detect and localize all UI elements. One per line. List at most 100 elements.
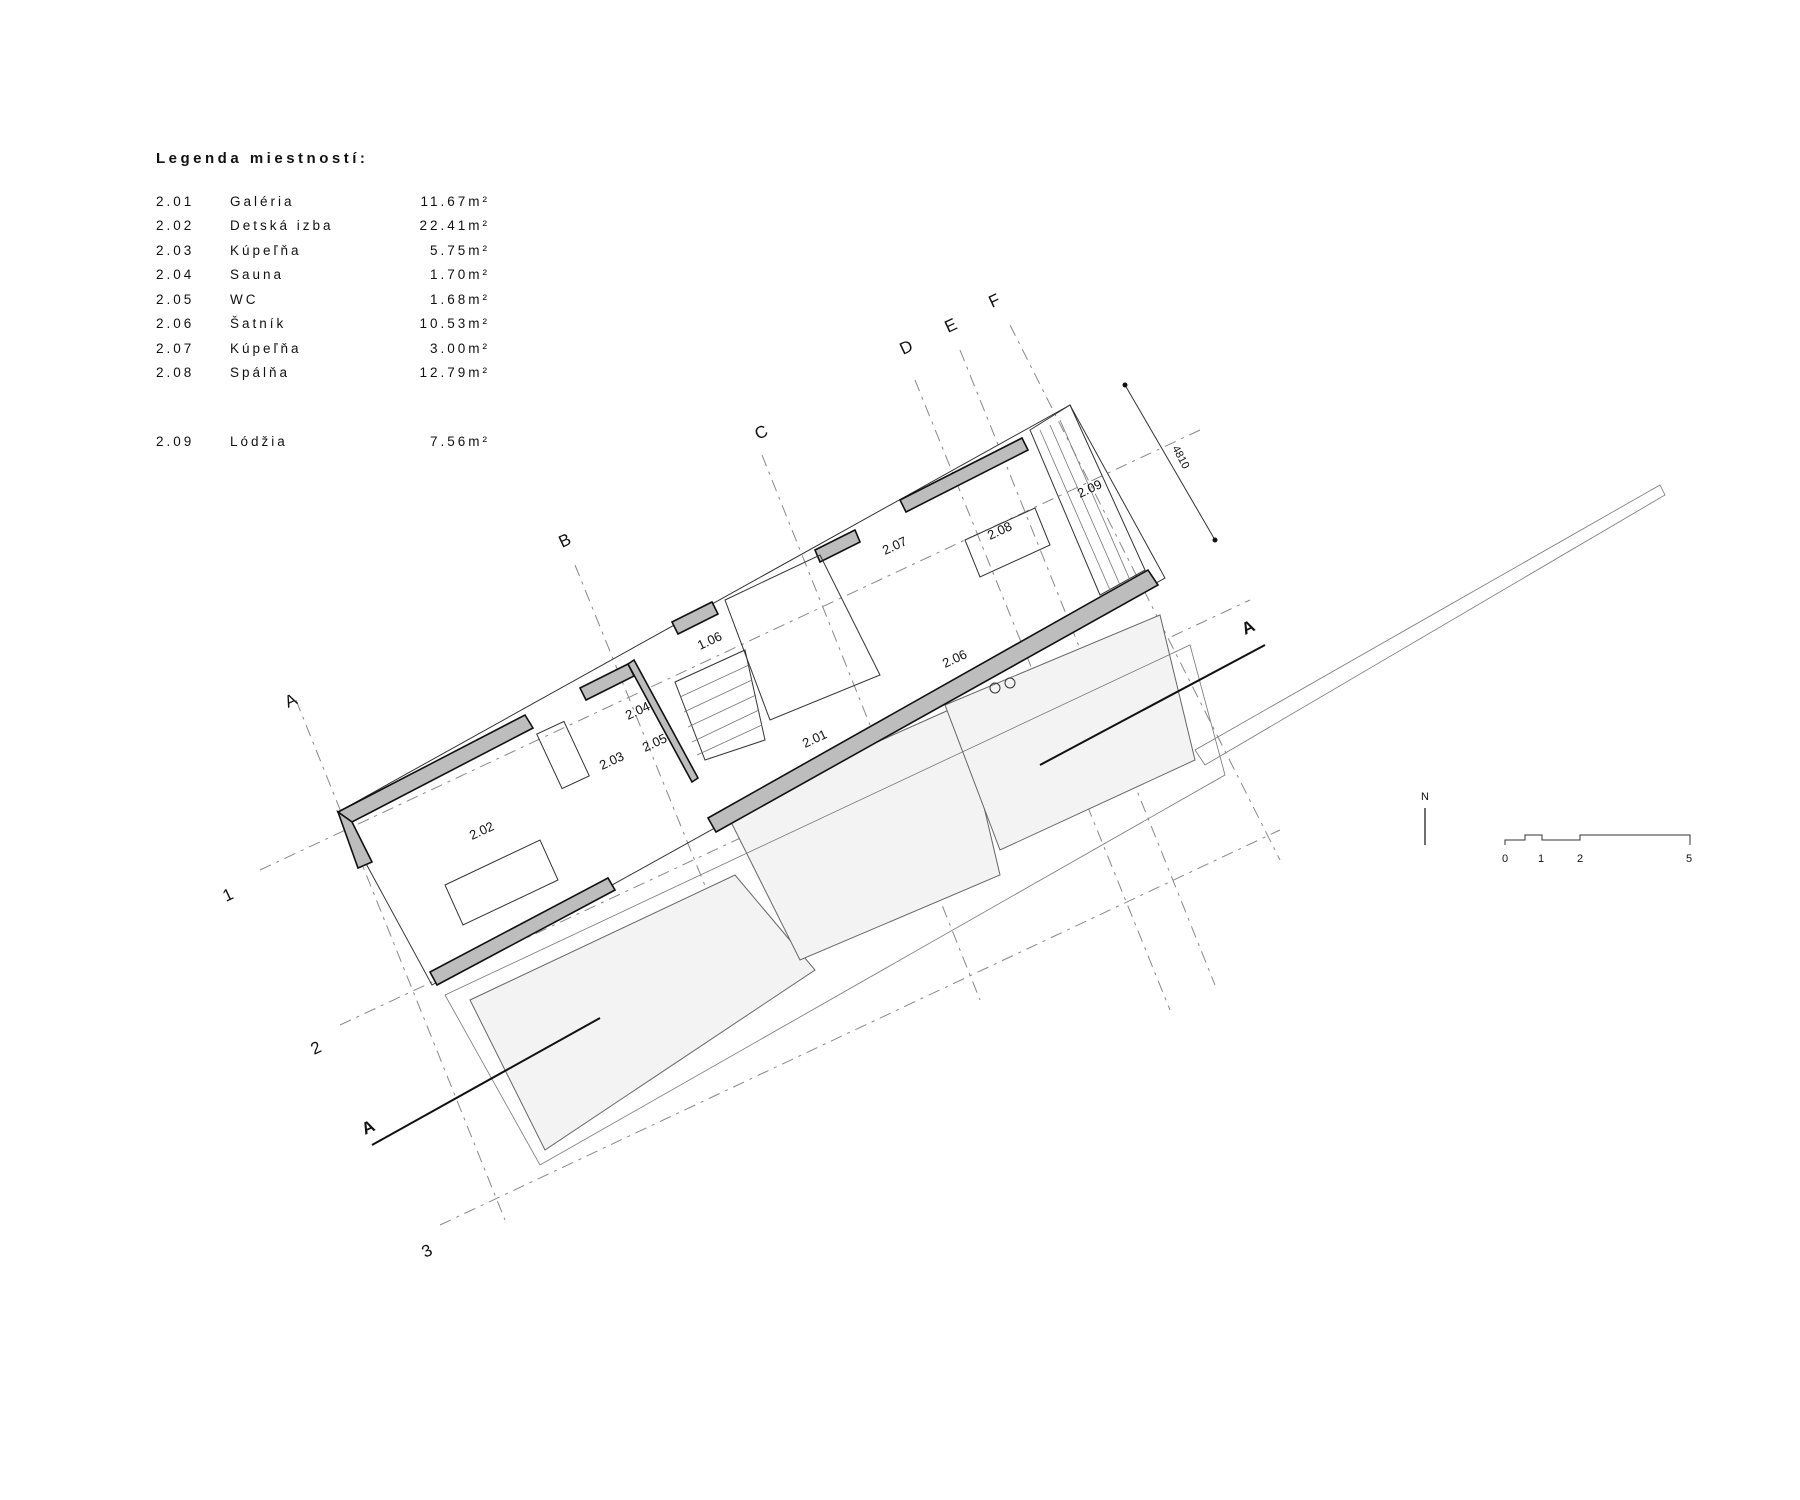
legend-room-name: Lódžia: [230, 433, 288, 449]
legend-room-number: 2.02: [156, 218, 195, 234]
legend-room-name: Spálňa: [230, 365, 291, 381]
legend-room-name: Sauna: [230, 267, 285, 283]
legend-room-number: 2.01: [156, 193, 195, 209]
room-label-2-01: 2.01: [800, 726, 829, 750]
room-legend: Legenda miestností: 2.01 Galéria 11.67m²…: [156, 150, 516, 454]
legend-title: Legenda miestností:: [156, 150, 369, 167]
bed-child-room: [444, 839, 559, 926]
wall-south-west: [428, 876, 617, 987]
stair-tread: [687, 694, 757, 728]
north-arrow: N: [1421, 791, 1429, 845]
legend-row: 2.02 Detská izba 22.41m²: [156, 214, 516, 239]
scale-label-2: 2: [1577, 853, 1583, 865]
grid-line-3: [439, 829, 1281, 1226]
legend-room-number: 2.09: [156, 433, 195, 449]
section-label-left: A: [359, 1116, 378, 1138]
building-outline: [337, 404, 1166, 986]
legend-row: 2.04 Sauna 1.70m²: [156, 263, 516, 288]
grid-line-a: [295, 699, 506, 1221]
grid-line-1: [259, 429, 1201, 871]
scale-label-1: 1: [1538, 853, 1544, 865]
section-line-left: [371, 1017, 601, 1146]
loggia-deck: [1029, 404, 1146, 596]
legend-room-name: Galéria: [230, 193, 295, 209]
section-label-right: A: [1239, 616, 1258, 638]
grid-label-c: C: [752, 421, 771, 443]
terrace-south: [469, 874, 816, 1151]
hatch-line: [1049, 424, 1121, 586]
grid-line-b: [574, 564, 726, 936]
wall-partition-bath: [578, 662, 636, 702]
grid-label-e: E: [942, 315, 960, 337]
stove-icon: [989, 682, 1001, 694]
hatch-line: [1059, 419, 1131, 581]
legend-room-name: Kúpeľňa: [230, 340, 302, 356]
grid-label-1: 1: [220, 884, 237, 905]
grid-line-c: [761, 454, 981, 1001]
legend-room-area: 22.41m²: [419, 218, 490, 234]
scale-label-0: 0: [1502, 853, 1508, 865]
legend-room-area: 1.68m²: [429, 291, 490, 307]
room-label-2-07: 2.07: [880, 533, 909, 557]
stove-icon: [1004, 677, 1016, 689]
room-label-2-02: 2.02: [467, 818, 496, 842]
legend-room-number: 2.03: [156, 242, 195, 258]
room-label-2-06: 2.06: [940, 646, 969, 670]
terraces: [444, 484, 1666, 1166]
stair-outline: [674, 649, 766, 761]
legend-row: 2.08 Spálňa 12.79m²: [156, 361, 516, 386]
legend-room-number: 2.04: [156, 267, 195, 283]
legend-room-area: 12.79m²: [419, 365, 490, 381]
legend-room-area: 5.75m²: [429, 242, 490, 258]
legend-row: 2.03 Kúpeľňa 5.75m²: [156, 238, 516, 263]
legend-room-area: 1.70m²: [429, 267, 490, 283]
bed-bedroom: [964, 507, 1051, 578]
wall-north-east: [898, 436, 1030, 514]
room-label-2-09: 2.09: [1075, 476, 1104, 500]
stair-tread: [683, 679, 753, 713]
scale-bar: 0 1 2 5: [1502, 834, 1692, 865]
terrace-outline: [444, 644, 1226, 1166]
legend-room-name: Šatník: [230, 316, 287, 332]
stair-tread: [696, 724, 763, 756]
stair-tread: [679, 664, 750, 698]
room-label-1-06: 1.06: [695, 628, 724, 652]
legend-row: 2.09 Lódžia 7.56m²: [156, 429, 516, 454]
furniture: [444, 507, 1051, 926]
legend-room-number: 2.08: [156, 365, 195, 381]
legend-room-area: 3.00m²: [429, 340, 490, 356]
wall-partition-stair: [670, 600, 720, 636]
section-line-right: [1039, 644, 1266, 766]
legend-room-number: 2.07: [156, 340, 195, 356]
scale-label-5: 5: [1686, 853, 1692, 865]
stair-tread: [691, 709, 760, 743]
legend-room-name: Kúpeľňa: [230, 242, 302, 258]
grid-label-b: B: [556, 530, 574, 552]
bathtub: [536, 720, 590, 790]
wall-north-west: [336, 713, 535, 823]
loggia-hatching: [1039, 419, 1131, 591]
legend-row: 2.01 Galéria 11.67m²: [156, 189, 516, 214]
scale-bar-line: [1504, 834, 1691, 845]
building-envelope: [337, 404, 1166, 986]
wall-south-main: [706, 568, 1160, 834]
wall-partition-vertical: [626, 658, 700, 784]
dimension-line: [1124, 384, 1216, 541]
grid-label-f: F: [986, 290, 1003, 312]
grid-label-2: 2: [308, 1037, 325, 1058]
dimension: 4810: [1122, 382, 1218, 543]
section-marks: A A: [359, 616, 1266, 1146]
gallery-void: [724, 554, 881, 721]
legend-room-number: 2.06: [156, 316, 195, 332]
dimension-tick: [1122, 382, 1128, 388]
terrace-east: [944, 614, 1196, 851]
dimension-tick: [1212, 537, 1218, 543]
legend-room-area: 7.56m²: [429, 433, 490, 449]
legend-room-area: 11.67m²: [420, 193, 490, 209]
grid-label-d: D: [897, 336, 916, 358]
ramp: [1194, 484, 1666, 766]
legend-room-name: Detská izba: [230, 218, 334, 234]
legend-room-area: 10.53m²: [419, 316, 490, 332]
legend-room-number: 2.05: [156, 291, 195, 307]
